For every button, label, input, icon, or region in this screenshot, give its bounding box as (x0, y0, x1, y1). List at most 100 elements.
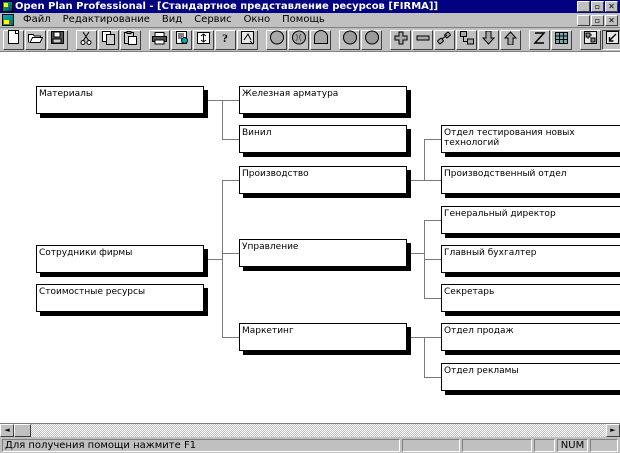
chart-node-label: Отдел тестирования новых технологий (444, 128, 575, 148)
filled-circle-b-icon (364, 30, 380, 49)
chart-node[interactable]: Отдел рекламы (441, 363, 620, 391)
chart-node[interactable]: Управление (239, 239, 407, 267)
mdi-minimize-button[interactable]: _ (577, 14, 590, 26)
open-folder-button[interactable] (25, 29, 46, 50)
resource-pool-button[interactable] (310, 29, 331, 50)
menu-item-edit[interactable]: Редактирование (62, 14, 150, 25)
app-icon[interactable] (2, 1, 13, 12)
context-help-icon (240, 30, 255, 49)
print-icon (151, 30, 168, 49)
paste-button[interactable] (120, 29, 141, 50)
restore-icon: ▫ (594, 15, 601, 25)
mdi-restore-button[interactable]: ▫ (591, 14, 604, 26)
menu-item-view[interactable]: Вид (161, 14, 183, 25)
chart-node-label: Отдел продаж (444, 326, 514, 336)
hierarchy-button[interactable] (456, 29, 477, 50)
copy-button[interactable] (98, 29, 119, 50)
resource-group-button[interactable] (288, 29, 309, 50)
chart-node[interactable]: Стоимостные ресурсы (36, 284, 204, 312)
move-down-button[interactable] (478, 29, 499, 50)
filled-circle-a-icon (342, 30, 358, 49)
link-icon (437, 30, 452, 49)
connector-spine (222, 180, 223, 337)
filled-circle-a-button[interactable] (339, 29, 360, 50)
connector-branch (222, 337, 239, 338)
chart-node[interactable]: Главный бухгалтер (441, 245, 620, 273)
layout-button[interactable] (580, 29, 601, 50)
new-document-button[interactable] (3, 29, 24, 50)
status-message: Для получения помощи нажмите F1 (2, 438, 400, 452)
document-icon[interactable] (2, 14, 14, 26)
menu-item-help[interactable]: Помощь (282, 14, 325, 25)
grid-table-button[interactable] (551, 29, 572, 50)
connector-spine (424, 139, 425, 180)
move-up-button[interactable] (500, 29, 521, 50)
zigzag-z-button[interactable] (529, 29, 550, 50)
resource-circle-button[interactable] (266, 29, 287, 50)
chart-node[interactable]: Генеральный директор (441, 206, 620, 234)
svg-text:?: ? (222, 31, 228, 45)
paste-icon (123, 30, 138, 49)
chart-node[interactable]: Отдел тестирования новых технологий (441, 125, 620, 153)
status-panel-1 (402, 438, 460, 452)
context-help-button[interactable] (237, 29, 258, 50)
menu-item-window[interactable]: Окно (243, 14, 271, 25)
chart-node-label: Секретарь (444, 287, 495, 297)
restore-button[interactable]: ▫ (591, 1, 604, 12)
chart-node[interactable]: Винил (239, 125, 407, 153)
page-setup-button[interactable] (193, 29, 214, 50)
connector-branch (424, 139, 441, 140)
add-plus-icon (394, 30, 408, 49)
filled-circle-b-button[interactable] (361, 29, 382, 50)
menu-item-file[interactable]: Файл (23, 14, 51, 25)
toolbar: ? (0, 28, 620, 52)
menu-item-tools[interactable]: Сервис (194, 14, 232, 25)
scroll-right-arrow-icon[interactable]: ► (606, 424, 620, 437)
minimize-button[interactable]: _ (577, 1, 590, 12)
resource-pool-icon (313, 30, 329, 49)
remove-minus-button[interactable] (412, 29, 433, 50)
save-disk-icon (50, 30, 65, 49)
chart-node[interactable]: Сотрудники фирмы (36, 245, 204, 273)
connector-branch (424, 377, 441, 378)
chart-node-label: Производственный отдел (444, 169, 567, 179)
chart-node[interactable]: Производство (239, 166, 407, 194)
chart-node[interactable]: Железная арматура (239, 86, 407, 114)
mdi-close-button[interactable]: ✕ (605, 14, 618, 26)
connector-stub (407, 337, 424, 338)
close-icon: ✕ (608, 2, 615, 11)
scrollbar-track[interactable] (31, 424, 606, 437)
print-button[interactable] (149, 29, 170, 50)
chart-node-label: Производство (242, 169, 309, 179)
scroll-left-arrow-icon[interactable]: ◄ (0, 424, 14, 437)
zigzag-z-icon (532, 30, 547, 49)
chart-node[interactable]: Производственный отдел (441, 166, 620, 194)
connector-branch (424, 180, 441, 181)
connector-stub (204, 259, 222, 260)
chart-node[interactable]: Отдел продаж (441, 323, 620, 351)
chart-node-label: Стоимостные ресурсы (39, 287, 146, 297)
add-plus-button[interactable] (390, 29, 411, 50)
hierarchy-icon (459, 30, 474, 49)
link-button[interactable] (434, 29, 455, 50)
chart-node[interactable]: Материалы (36, 86, 204, 114)
horizontal-scrollbar[interactable]: ◄ ► (0, 423, 620, 437)
save-disk-button[interactable] (47, 29, 68, 50)
window-controls: _ ▫ ✕ (577, 1, 619, 12)
chart-node[interactable]: Маркетинг (239, 323, 407, 351)
connector-stub (407, 180, 424, 181)
window-title: Open Plan Professional - [Стандартное пр… (15, 1, 439, 12)
help-question-button[interactable]: ? (215, 29, 236, 50)
chart-node[interactable]: Секретарь (441, 284, 620, 312)
scrollbar-thumb[interactable] (14, 424, 31, 437)
chart-node-label: Генеральный директор (444, 209, 556, 219)
remove-minus-icon (416, 30, 430, 49)
connector-branch (424, 337, 441, 338)
print-preview-button[interactable] (171, 29, 192, 50)
close-button[interactable]: ✕ (605, 1, 618, 12)
new-document-icon (7, 30, 21, 49)
title-bar[interactable]: Open Plan Professional - [Стандартное пр… (0, 0, 620, 13)
fullscreen-button[interactable] (602, 29, 620, 50)
cut-scissors-button[interactable] (76, 29, 97, 50)
